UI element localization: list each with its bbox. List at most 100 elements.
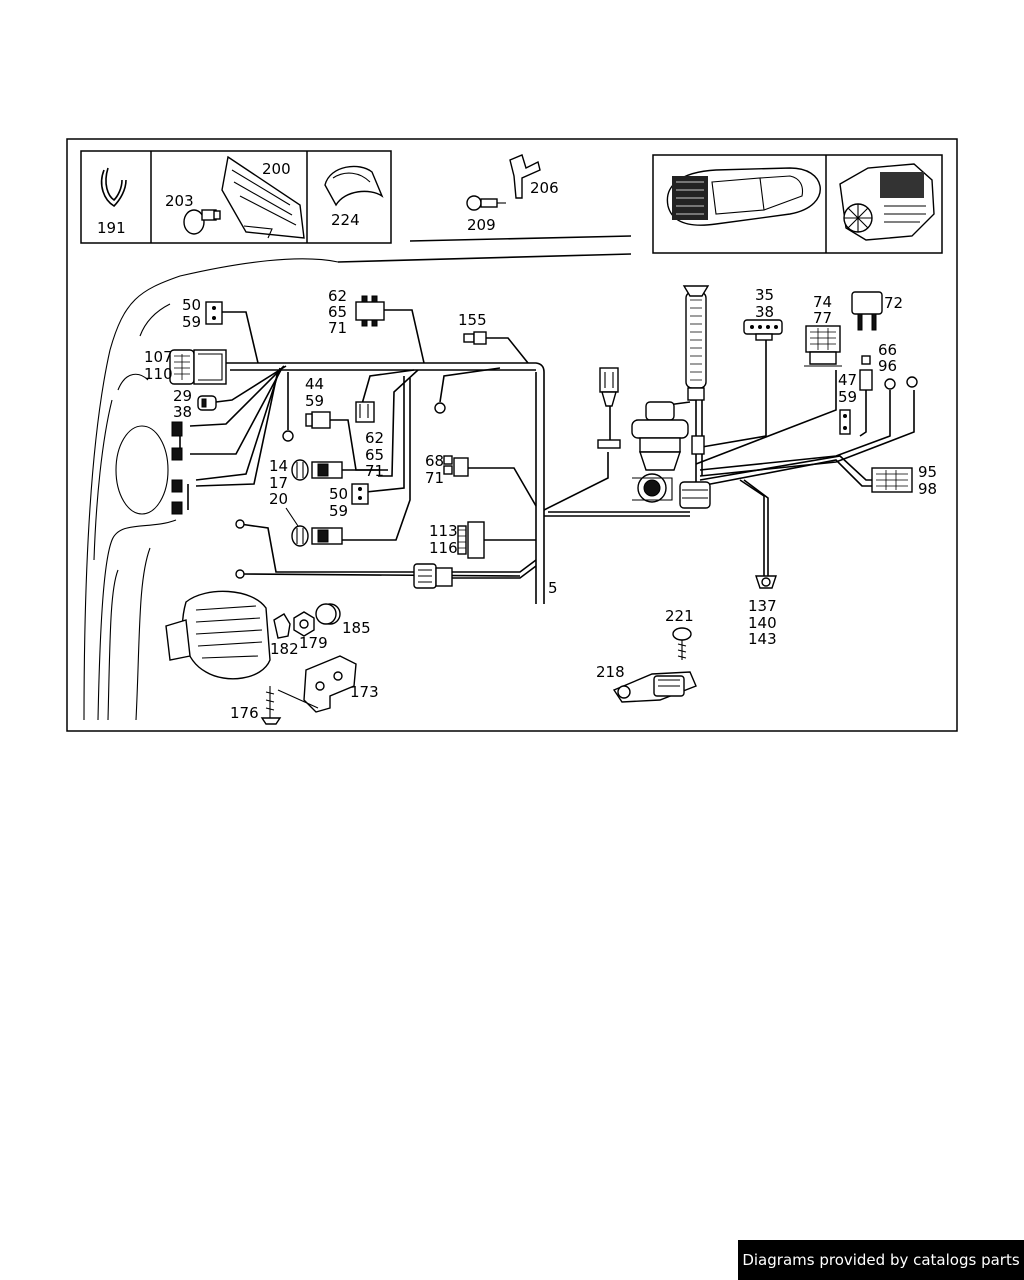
callout-176: 176	[230, 704, 259, 722]
callout-200: 200	[262, 160, 291, 178]
callout-218: 218	[596, 663, 625, 681]
connector-47-59	[839, 409, 851, 435]
footer-credit: Diagrams provided by catalogs parts	[738, 1240, 1024, 1280]
wiring-harness	[179, 309, 915, 604]
callout-96: 96	[878, 357, 897, 375]
screw-176-icon	[260, 686, 282, 725]
sensor-plug-vertical	[597, 367, 621, 449]
callout-110: 110	[144, 365, 173, 383]
callout-71-top: 71	[328, 319, 347, 337]
callout-35: 35	[755, 286, 774, 304]
callout-50-top: 50	[182, 296, 201, 314]
engine-bay-outline	[83, 258, 339, 721]
callout-14: 14	[269, 457, 288, 475]
callout-44: 44	[305, 375, 324, 393]
connector-62-65-71-mid	[355, 401, 375, 423]
ground-137-140-143	[755, 575, 777, 589]
callout-209: 209	[467, 216, 496, 234]
callout-47: 47	[838, 371, 857, 389]
cable-clip-224-icon	[324, 165, 384, 207]
callout-68: 68	[425, 452, 444, 470]
bracket-200-icon	[221, 155, 305, 239]
callout-137: 137	[748, 597, 777, 615]
callout-labels: 191 200 203 224 206 209 50 59 62 65 71 1…	[97, 160, 937, 722]
connector-50-59-top	[205, 301, 223, 325]
screw-209-icon	[466, 195, 506, 211]
connector-113-116	[457, 521, 485, 559]
callout-95: 95	[918, 463, 937, 481]
inset-box-vehicle	[652, 154, 943, 254]
connector-95-98	[871, 467, 913, 493]
callout-59-mid: 59	[305, 392, 324, 410]
callout-74: 74	[813, 293, 832, 311]
callout-179: 179	[299, 634, 328, 652]
connector-107-110	[169, 349, 227, 385]
callout-59-top: 59	[182, 313, 201, 331]
inset-box-clips	[80, 150, 392, 244]
callout-50-mid: 50	[329, 485, 348, 503]
bracket-206-icon	[509, 154, 541, 199]
relay-72	[851, 291, 883, 331]
connector-bottom-mid	[413, 563, 453, 589]
callout-72: 72	[884, 294, 903, 312]
callout-173: 173	[350, 683, 379, 701]
connector-68-71	[443, 455, 469, 477]
bracket-173-icon	[277, 655, 357, 713]
callout-113: 113	[429, 522, 458, 540]
callout-29: 29	[173, 387, 192, 405]
callout-116: 116	[429, 539, 458, 557]
callout-66: 66	[878, 341, 897, 359]
callout-155: 155	[458, 311, 487, 329]
callout-224: 224	[331, 211, 360, 229]
terminals-66-96	[859, 355, 918, 391]
callout-17: 17	[269, 474, 288, 492]
push-clip-203-icon	[183, 209, 221, 235]
bushing-185-icon	[315, 603, 341, 625]
connector-14-17-20	[285, 459, 343, 547]
nut-182-icon	[273, 613, 291, 639]
connector-62-65-71-top	[355, 295, 385, 327]
sensor-218-icon	[612, 671, 697, 703]
callout-5: 5	[548, 579, 558, 597]
callout-191: 191	[97, 219, 126, 237]
callout-77: 77	[813, 309, 832, 327]
sensor-155	[463, 331, 487, 345]
screw-221-icon	[672, 627, 692, 660]
terminal-blocks-left	[171, 421, 183, 515]
callout-62-top: 62	[328, 287, 347, 305]
callout-65-mid: 65	[365, 446, 384, 464]
callout-38-left: 38	[173, 403, 192, 421]
engine-icon	[839, 163, 935, 241]
callout-185: 185	[342, 619, 371, 637]
callout-203: 203	[165, 192, 194, 210]
nut-179-icon	[293, 611, 315, 637]
callout-59-low: 59	[329, 502, 348, 520]
callout-62-mid: 62	[365, 429, 384, 447]
connector-29-38	[197, 395, 217, 411]
diagram-frame	[66, 138, 958, 732]
ground-eyelet-45	[235, 402, 446, 579]
callout-221: 221	[665, 607, 694, 625]
callout-140: 140	[748, 614, 777, 632]
callout-71-mid: 71	[365, 462, 384, 480]
callout-20: 20	[269, 490, 288, 508]
callout-38-right: 38	[755, 303, 774, 321]
callout-65-top: 65	[328, 303, 347, 321]
alternator-icon	[165, 590, 271, 680]
relay-socket-74-77	[804, 325, 842, 367]
callout-107: 107	[144, 348, 173, 366]
callout-71-low: 71	[425, 469, 444, 487]
connector-44-59	[305, 411, 331, 429]
callout-59-right: 59	[838, 388, 857, 406]
connector-35-38	[743, 319, 783, 341]
car-top-view-icon	[666, 167, 821, 226]
fuel-injector	[631, 401, 689, 503]
ecu-connector-vertical	[679, 285, 711, 509]
callout-143: 143	[748, 630, 777, 648]
callout-182: 182	[270, 640, 299, 658]
clip-191-icon	[100, 167, 127, 208]
callout-98: 98	[918, 480, 937, 498]
connector-50-59-mid	[351, 483, 369, 505]
callout-206: 206	[530, 179, 559, 197]
